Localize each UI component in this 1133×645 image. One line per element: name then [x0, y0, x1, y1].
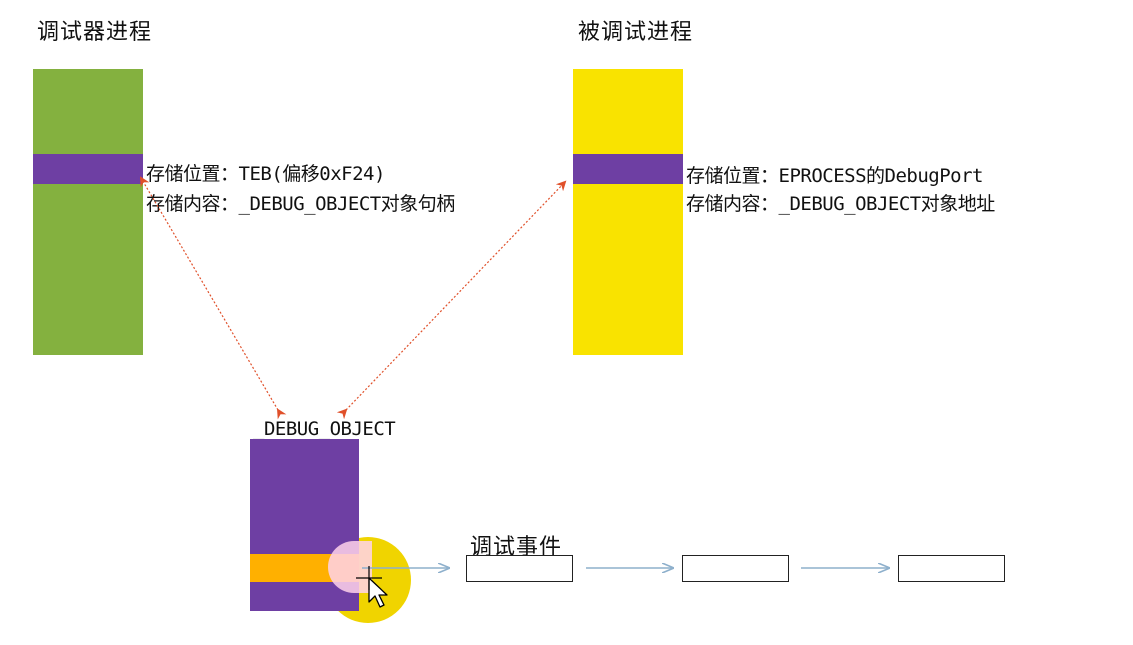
debugger-process-block	[33, 69, 143, 355]
debug-event-box	[466, 555, 573, 582]
debuggee-process-title: 被调试进程	[578, 20, 694, 45]
debuggee-storage-location: 存储位置：EPROCESS的DebugPort	[686, 165, 983, 187]
debug-event-box	[898, 555, 1005, 582]
debugger-handle-arrow	[139, 176, 287, 420]
debug-event-box	[682, 555, 789, 582]
cursor-highlight-overlap	[328, 541, 372, 593]
debugger-process-title: 调试器进程	[37, 20, 153, 45]
debuggee-debugport-band	[573, 154, 683, 184]
mouse-cursor-icon	[356, 566, 388, 608]
debug-object-label: _DEBUG_OBJECT	[253, 418, 396, 440]
debuggee-storage-content: 存储内容：_DEBUG_OBJECT对象地址	[686, 193, 995, 215]
debuggee-process-block	[573, 69, 683, 355]
debuggee-address-arrow	[336, 180, 567, 420]
debugger-teb-band	[33, 154, 143, 184]
